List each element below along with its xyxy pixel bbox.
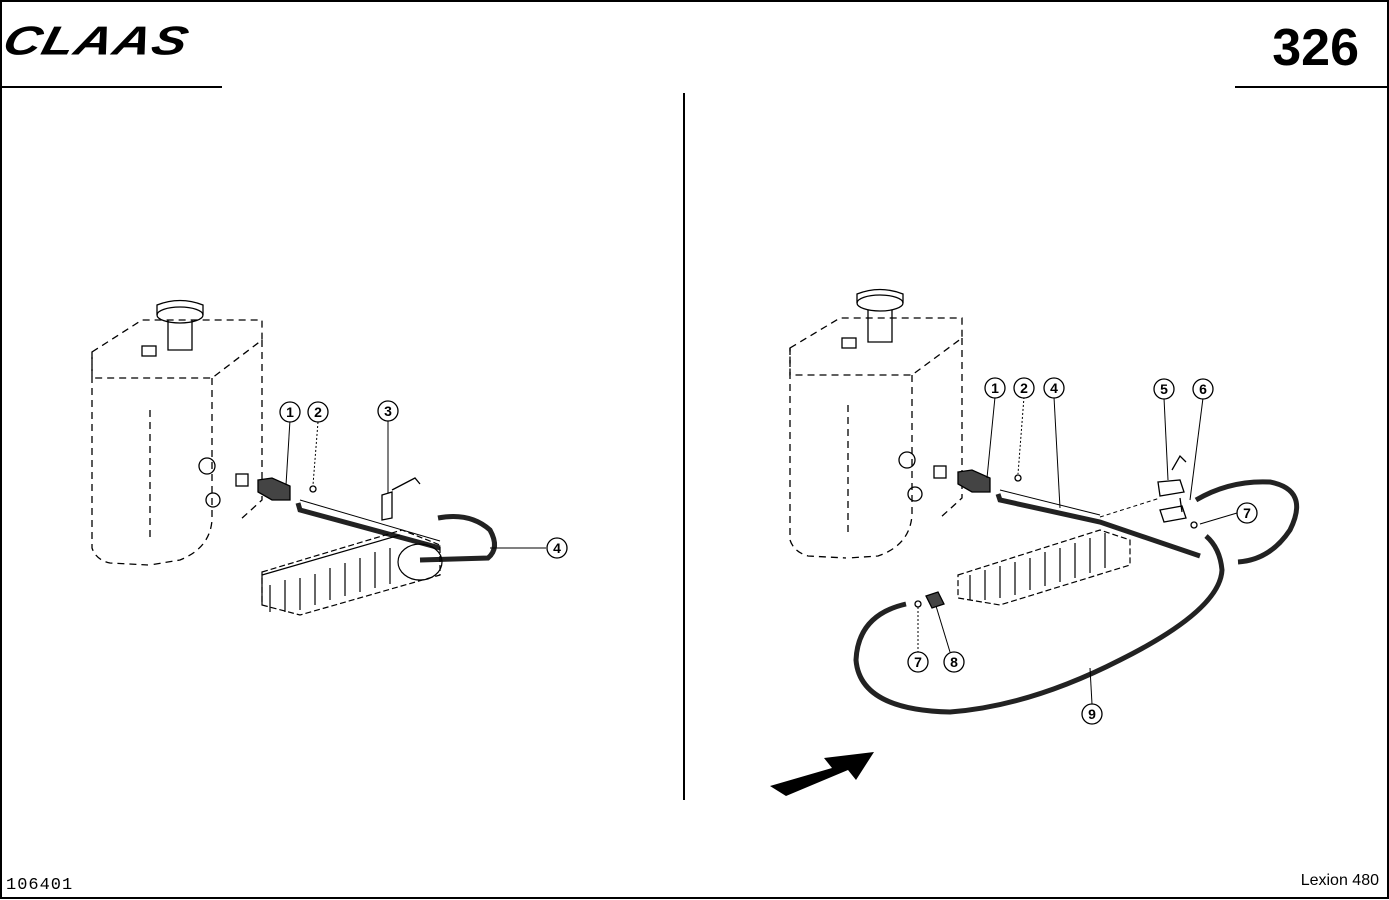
right-callout-6: 6 <box>1192 378 1214 400</box>
right-oring-2 <box>1014 474 1022 482</box>
right-fitting-8 <box>925 591 945 609</box>
right-callout-7b-label: 7 <box>914 654 922 670</box>
left-callout-3-label: 3 <box>384 403 392 419</box>
left-callout-4: 4 <box>546 537 568 559</box>
right-callout-8-label: 8 <box>950 654 958 670</box>
right-port-nut <box>933 465 947 479</box>
right-callout-9-label: 9 <box>1088 706 1096 722</box>
claas-logo: CLAAS <box>0 18 194 65</box>
right-callouts: 1 2 4 5 6 7 7 8 <box>907 377 1258 725</box>
right-callout-2-label: 2 <box>1020 380 1028 396</box>
left-callout-2-label: 2 <box>314 404 322 420</box>
left-oring-2 <box>309 485 317 493</box>
left-port-a <box>198 457 216 475</box>
right-callout-5-label: 5 <box>1160 381 1168 397</box>
left-fitting-1 <box>257 477 291 501</box>
right-callout-8: 8 <box>943 651 965 673</box>
left-callout-1: 1 <box>279 401 301 423</box>
right-valve-block <box>957 529 1131 606</box>
right-callout-6-label: 6 <box>1199 381 1207 397</box>
left-callout-4-label: 4 <box>553 540 561 556</box>
left-port-nut <box>235 473 249 487</box>
left-callout-3: 3 <box>377 400 399 422</box>
right-callout-2: 2 <box>1013 377 1035 399</box>
right-hose-9 <box>853 534 1225 715</box>
left-hose-4 <box>419 514 497 563</box>
right-callout-7a: 7 <box>1236 502 1258 524</box>
right-callout-1-label: 1 <box>991 380 999 396</box>
left-callout-1-label: 1 <box>286 404 294 420</box>
right-assembly <box>789 288 1300 715</box>
left-filler-cap <box>141 299 204 357</box>
left-elbow-3 <box>381 477 421 521</box>
left-assembly <box>91 299 546 616</box>
right-oring-7b <box>914 600 922 608</box>
right-fitting-1 <box>957 469 991 493</box>
right-tee-5 <box>1157 454 1187 497</box>
right-oring-7a <box>1190 521 1198 529</box>
direction-arrow-icon <box>770 752 874 796</box>
right-filler-cap <box>841 288 904 349</box>
right-callout-4-label: 4 <box>1050 380 1058 396</box>
page-number: 326 <box>1272 19 1359 77</box>
right-port-a <box>898 451 916 469</box>
right-callout-1: 1 <box>984 377 1006 399</box>
right-port-b <box>907 486 923 502</box>
right-callout-7b: 7 <box>907 651 929 673</box>
right-hydraulic-tank <box>789 317 963 559</box>
left-port-b <box>205 492 221 508</box>
right-callout-9: 9 <box>1081 703 1103 725</box>
document-id: 106401 <box>6 876 74 895</box>
right-hose-6 <box>1194 479 1300 565</box>
right-pipe-4 <box>995 493 1201 559</box>
left-pipe <box>295 502 441 551</box>
right-callout-7a-label: 7 <box>1243 505 1251 521</box>
left-callout-2: 2 <box>307 401 329 423</box>
right-fitting-6 <box>1159 497 1187 523</box>
left-callouts: 1 2 3 4 <box>279 400 568 559</box>
right-callout-4: 4 <box>1043 377 1065 399</box>
left-valve-block <box>261 529 443 616</box>
left-hydraulic-tank <box>91 319 263 566</box>
model-name: Lexion 480 <box>1300 872 1379 889</box>
right-callout-5: 5 <box>1153 378 1175 400</box>
